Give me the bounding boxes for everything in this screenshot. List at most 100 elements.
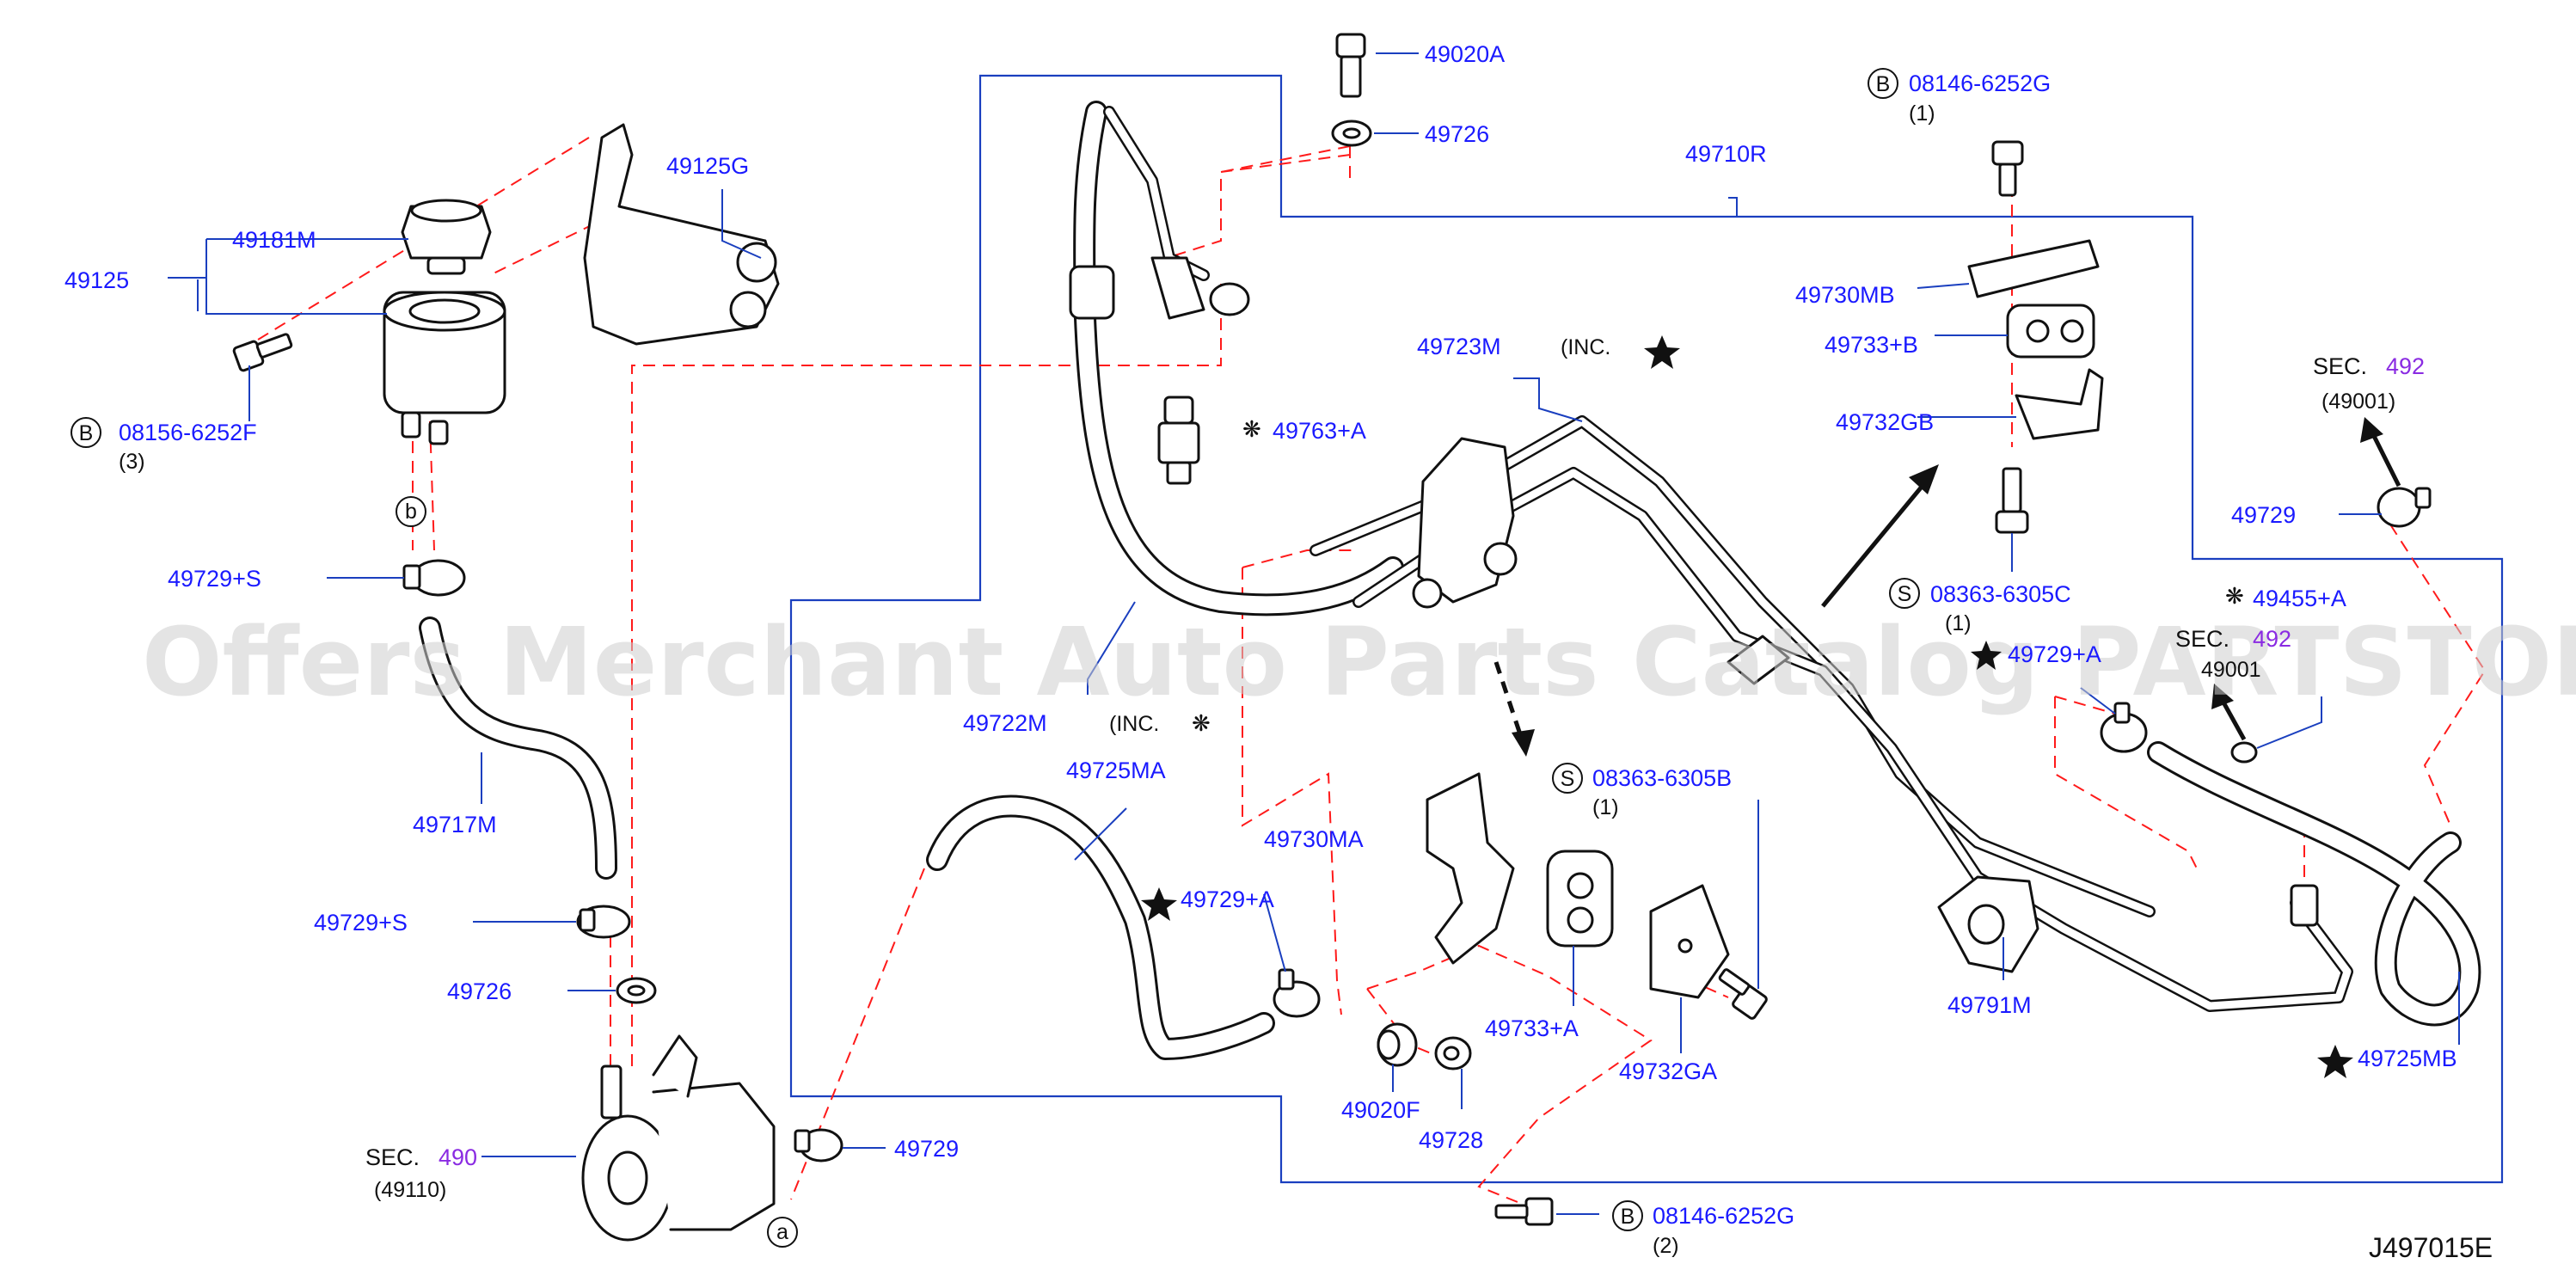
- power-steering-pump: [581, 1034, 776, 1242]
- label-49730ma: 49730MA: [1264, 826, 1364, 852]
- reservoir-tank: [383, 291, 506, 445]
- hose-clamp-middle: [576, 905, 631, 939]
- label-49725mb: 49725MB: [2358, 1046, 2457, 1071]
- label-49730mb: 49730MB: [1795, 282, 1895, 308]
- clamp-49729-right: [2377, 487, 2432, 528]
- label-49722m: 49722M: [963, 710, 1047, 736]
- label-49726-bottom: 49726: [447, 978, 512, 1004]
- label-08363-6305c: 08363-6305C: [1930, 581, 2071, 607]
- return-hose-49725ma: [926, 794, 1275, 1060]
- bolt-08146-6252g-bottom: [1494, 1197, 1554, 1226]
- return-hose-49725mb: [2147, 741, 2481, 1027]
- bracket-49732ga: [1649, 884, 1730, 999]
- circle-b-top: B: [1876, 72, 1891, 96]
- pressure-switch: [1157, 396, 1200, 485]
- label-49020a: 49020A: [1425, 41, 1505, 67]
- label-49020f: 49020F: [1341, 1097, 1420, 1123]
- label-sec-490-number: 490: [439, 1144, 477, 1170]
- label-49729a-right: 49729+A: [2008, 641, 2101, 667]
- label-49729s-top: 49729+S: [168, 566, 261, 592]
- label-49728: 49728: [1419, 1127, 1483, 1153]
- clamp-49729a-left: [1273, 968, 1321, 1018]
- marker-symbols: ❋ ❋ ❋: [1141, 335, 2353, 1078]
- label-49125: 49125: [64, 267, 129, 293]
- label-49722m-inc: (INC.: [1109, 712, 1159, 736]
- asterisk-symbol-49722m: ❋: [1192, 710, 1211, 736]
- label-sec-490: SEC.: [365, 1144, 420, 1170]
- label-49732gb: 49732GB: [1836, 409, 1934, 435]
- star-symbol-49729a-right: [1971, 641, 2002, 670]
- label-49125g: 49125G: [666, 153, 749, 179]
- label-49732ga: 49732GA: [1619, 1058, 1717, 1084]
- label-49733a: 49733+A: [1485, 1015, 1579, 1041]
- washer-49726-bottom: [616, 977, 657, 1004]
- leader-lines: [168, 52, 2460, 1215]
- direction-arrows: [1493, 417, 2401, 757]
- label-sec-492-number: 492: [2386, 353, 2425, 379]
- label-49791m: 49791M: [1947, 992, 2032, 1018]
- pipe-assembly-frame: [789, 74, 2504, 1184]
- bracket-49732gb: [2015, 368, 2104, 440]
- qty-1-c: (1): [1945, 611, 1972, 635]
- asterisk-symbol-49763a: ❋: [1242, 416, 1261, 442]
- clamp-49729-bottom: [794, 1128, 843, 1163]
- pipe-assembly-49723m: [1309, 415, 2353, 1012]
- circle-a: a: [776, 1220, 788, 1244]
- bracket-49730ma: [1426, 772, 1515, 965]
- label-49729s-bottom: 49729+S: [314, 910, 408, 936]
- label-08363-6305b: 08363-6305B: [1592, 765, 1732, 791]
- label-49181m: 49181M: [232, 227, 316, 253]
- label-49001-partial: 49001: [2201, 658, 2261, 682]
- hose-clamp-top: [402, 559, 466, 597]
- label-49726-top: 49726: [1425, 121, 1489, 147]
- star-symbol-49729a-left: [1141, 887, 1177, 921]
- label-sec-492: SEC.: [2313, 353, 2367, 379]
- bolt-08363-6305c: [1995, 467, 2029, 534]
- clamp-block-49733b: [2006, 304, 2095, 359]
- label-08146-6252g-top: 08146-6252G: [1909, 71, 2051, 96]
- circle-b-lower: b: [405, 500, 417, 524]
- star-symbol-49723m: [1644, 335, 1680, 369]
- label-49729-bottom: 49729: [894, 1136, 959, 1162]
- bracket-49730mb: [1967, 239, 2100, 298]
- label-49717m: 49717M: [413, 812, 497, 837]
- label-sec-492-partial-number: 492: [2253, 626, 2291, 652]
- label-49763a: 49763+A: [1273, 418, 1366, 444]
- grommet-49020f: [1377, 1022, 1418, 1067]
- label-49001: (49001): [2321, 390, 2395, 414]
- watermark-text: Offers Merchant Auto Parts Catalog PARTS…: [142, 607, 2576, 717]
- label-49729a-left: 49729+A: [1181, 886, 1274, 912]
- circle-s-c: S: [1898, 582, 1912, 606]
- pressure-hose-49722m: [1069, 101, 1404, 617]
- reservoir-bracket: [583, 123, 780, 346]
- star-symbol-49725mb: [2317, 1045, 2353, 1078]
- label-49723m: 49723M: [1417, 334, 1501, 359]
- label-49710r: 49710R: [1685, 141, 1767, 167]
- qty-1-top: (1): [1909, 101, 1935, 126]
- bolt-49020a: [1335, 33, 1366, 98]
- label-49455a: 49455+A: [2253, 586, 2346, 611]
- bolt-08156-6252f: [232, 333, 293, 372]
- part-labels: 49020A 49726 49710R 49125G 49181M 49125 …: [64, 41, 2493, 1263]
- label-49725ma: 49725MA: [1066, 758, 1166, 783]
- bolt-08363-6305b: [1718, 968, 1768, 1020]
- bolt-08146-6252g-top: [1991, 140, 2024, 197]
- clamp-49791m: [1937, 875, 2039, 973]
- label-08146-6252g-bottom: 08146-6252G: [1653, 1203, 1794, 1229]
- qty-3: (3): [119, 450, 145, 474]
- circle-b-left: B: [79, 421, 94, 445]
- hose-49717m: [419, 617, 617, 880]
- label-08156-6252f: 08156-6252F: [119, 420, 257, 445]
- label-49110: (49110): [374, 1178, 446, 1202]
- diagram-code: J497015E: [2369, 1232, 2493, 1263]
- circle-b-bottom: B: [1621, 1205, 1635, 1229]
- washer-49726-top: [1331, 120, 1372, 147]
- circle-s-b: S: [1561, 767, 1575, 791]
- label-49729-right: 49729: [2231, 502, 2296, 528]
- o-ring-49455a: [2230, 741, 2258, 764]
- label-49733b: 49733+B: [1825, 332, 1918, 358]
- qty-1-b: (1): [1592, 795, 1619, 819]
- grommet-49728: [1434, 1036, 1472, 1070]
- label-49723m-inc: (INC.: [1561, 335, 1610, 359]
